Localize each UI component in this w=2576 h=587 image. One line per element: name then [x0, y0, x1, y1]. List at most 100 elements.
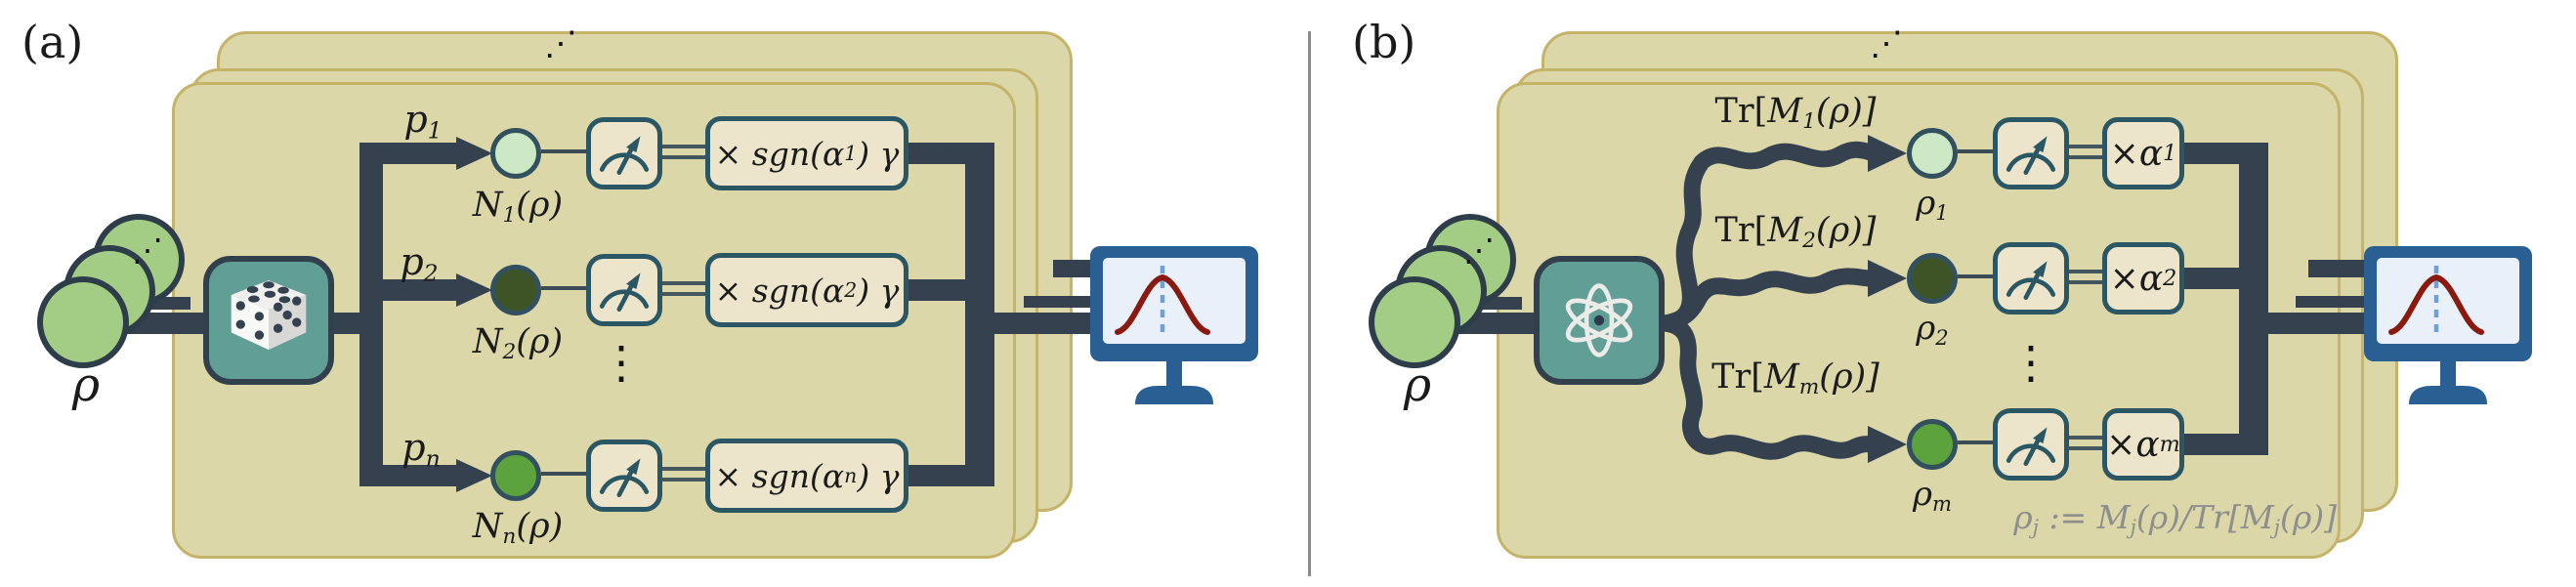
- distribution-curve: [2388, 273, 2484, 335]
- input-state-circle-front: [37, 276, 129, 368]
- output-monitor: [2364, 246, 2532, 406]
- wavy-arrowhead-2: [1868, 260, 1907, 297]
- monitor-base: [1135, 386, 1213, 404]
- state-label-2: N2(ρ): [472, 322, 564, 365]
- monitor-stub-middle: [1024, 296, 1094, 308]
- classical-wire-3b: [662, 478, 705, 482]
- classical-wire-1b: [662, 155, 705, 159]
- monitor-distribution-icon: [2364, 246, 2532, 404]
- measurement-box-2: [1993, 242, 2069, 314]
- dice-icon: [231, 279, 307, 351]
- probability-label-2: p2: [400, 240, 439, 287]
- input-repeat-dots-icon: ⋰: [1463, 231, 1495, 269]
- state-circle-2: [490, 265, 541, 315]
- card-repeat-dots-icon: ⋰: [544, 24, 577, 63]
- branch-bus: [359, 143, 383, 486]
- wavy-arm-2: [1659, 268, 1882, 332]
- monitor-input-wire: [2253, 313, 2366, 334]
- dice-pips: [235, 281, 302, 340]
- measurement-box-1: [1993, 117, 2069, 189]
- measurement-box-1: [586, 117, 662, 189]
- classical-wire-1a: [2069, 145, 2102, 148]
- branch-arm-2: [383, 279, 459, 301]
- state-circle-1: [490, 128, 541, 179]
- input-state-circle-front: [1369, 276, 1460, 368]
- distribution-curve: [1115, 273, 1210, 335]
- gauge-meter-icon: [599, 136, 650, 176]
- channel-chip: [1534, 256, 1665, 385]
- state-circle-2: [1907, 253, 1958, 304]
- gauge-meter-icon: [2006, 261, 2056, 301]
- classical-wire-3a: [2069, 436, 2102, 440]
- state-circle-3: [1907, 419, 1958, 470]
- measurement-box-3: [586, 440, 662, 512]
- chip-output-wire: [334, 313, 363, 334]
- state-meter-wire-2: [541, 286, 586, 290]
- state-label-3: ρm: [1913, 475, 1952, 516]
- classical-wire-3a: [662, 467, 705, 471]
- classical-wire-1a: [662, 145, 705, 148]
- row-ellipsis-icon: ⋮: [599, 336, 644, 389]
- classical-wire-3b: [2069, 446, 2102, 450]
- state-meter-wire-1: [1958, 149, 1993, 153]
- wavy-arm-3: [1659, 314, 1882, 460]
- state-meter-wire-3: [1958, 440, 1993, 444]
- wavy-arm-1: [1659, 141, 1882, 332]
- monitor-base: [2409, 386, 2487, 404]
- monitor-stub-middle: [2296, 296, 2366, 308]
- state-meter-wire-1: [541, 149, 586, 153]
- panel-a-label: (a): [21, 16, 84, 68]
- state-label-1: ρ1: [1916, 184, 1949, 225]
- state-circle-1: [1907, 128, 1958, 179]
- branch-arrowhead-2: [456, 273, 492, 307]
- trace-label-3: Tr[Mm(ρ)]: [1711, 357, 1879, 400]
- wavy-arrowhead-1: [1868, 135, 1907, 172]
- monitor-distribution-icon: [1090, 246, 1258, 404]
- atom-icon: [1565, 283, 1633, 357]
- monitor-neck: [1166, 359, 1182, 387]
- input-repeat-dots-icon: ⋰: [132, 231, 163, 269]
- branch-arm-1: [383, 143, 459, 164]
- collector-bus: [2239, 143, 2268, 455]
- state-meter-wire-2: [1958, 274, 1993, 278]
- monitor-neck: [2440, 359, 2456, 387]
- monitor-stub-back: [2308, 260, 2366, 277]
- state-meter-wire-3: [541, 472, 586, 476]
- input-state-label: ρ: [1403, 357, 1432, 412]
- gauge-meter-icon: [599, 458, 650, 498]
- input-state-label: ρ: [71, 357, 101, 412]
- classical-wire-2b: [662, 292, 705, 296]
- wavy-branch-wires: [1659, 135, 1907, 463]
- monitor-input-wire: [976, 313, 1093, 334]
- state-circle-3: [490, 450, 541, 501]
- state-label-1: N1(ρ): [472, 186, 564, 229]
- branch-arrowhead-1: [456, 137, 492, 170]
- state-definition-formula: ρj := Mj(ρ)/Tr[Mj(ρ)]: [2013, 498, 2337, 539]
- wavy-arrowhead-3: [1868, 426, 1907, 463]
- gauge-meter-icon: [2006, 427, 2056, 467]
- measurement-box-3: [1993, 408, 2069, 481]
- trace-label-1: Tr[M1(ρ)]: [1714, 92, 1877, 135]
- branch-arrowhead-3: [456, 459, 492, 492]
- state-label-2: ρ2: [1916, 309, 1949, 350]
- trace-label-2: Tr[M2(ρ)]: [1714, 211, 1877, 254]
- output-monitor: [1090, 246, 1258, 406]
- monitor-stub-back: [1053, 260, 1094, 277]
- probability-label-3: pn: [401, 426, 441, 473]
- classical-wire-2a: [2069, 270, 2102, 273]
- panel-divider: [1308, 31, 1311, 576]
- monitor-screen: [2377, 258, 2519, 344]
- classical-wire-1b: [2069, 155, 2102, 159]
- state-label-3: Nn(ρ): [472, 507, 564, 550]
- card-repeat-dots-icon: ⋰: [1870, 24, 1903, 63]
- branch-arm-3: [383, 465, 459, 486]
- classical-wire-2b: [2069, 280, 2102, 284]
- classical-wire-2a: [662, 281, 705, 285]
